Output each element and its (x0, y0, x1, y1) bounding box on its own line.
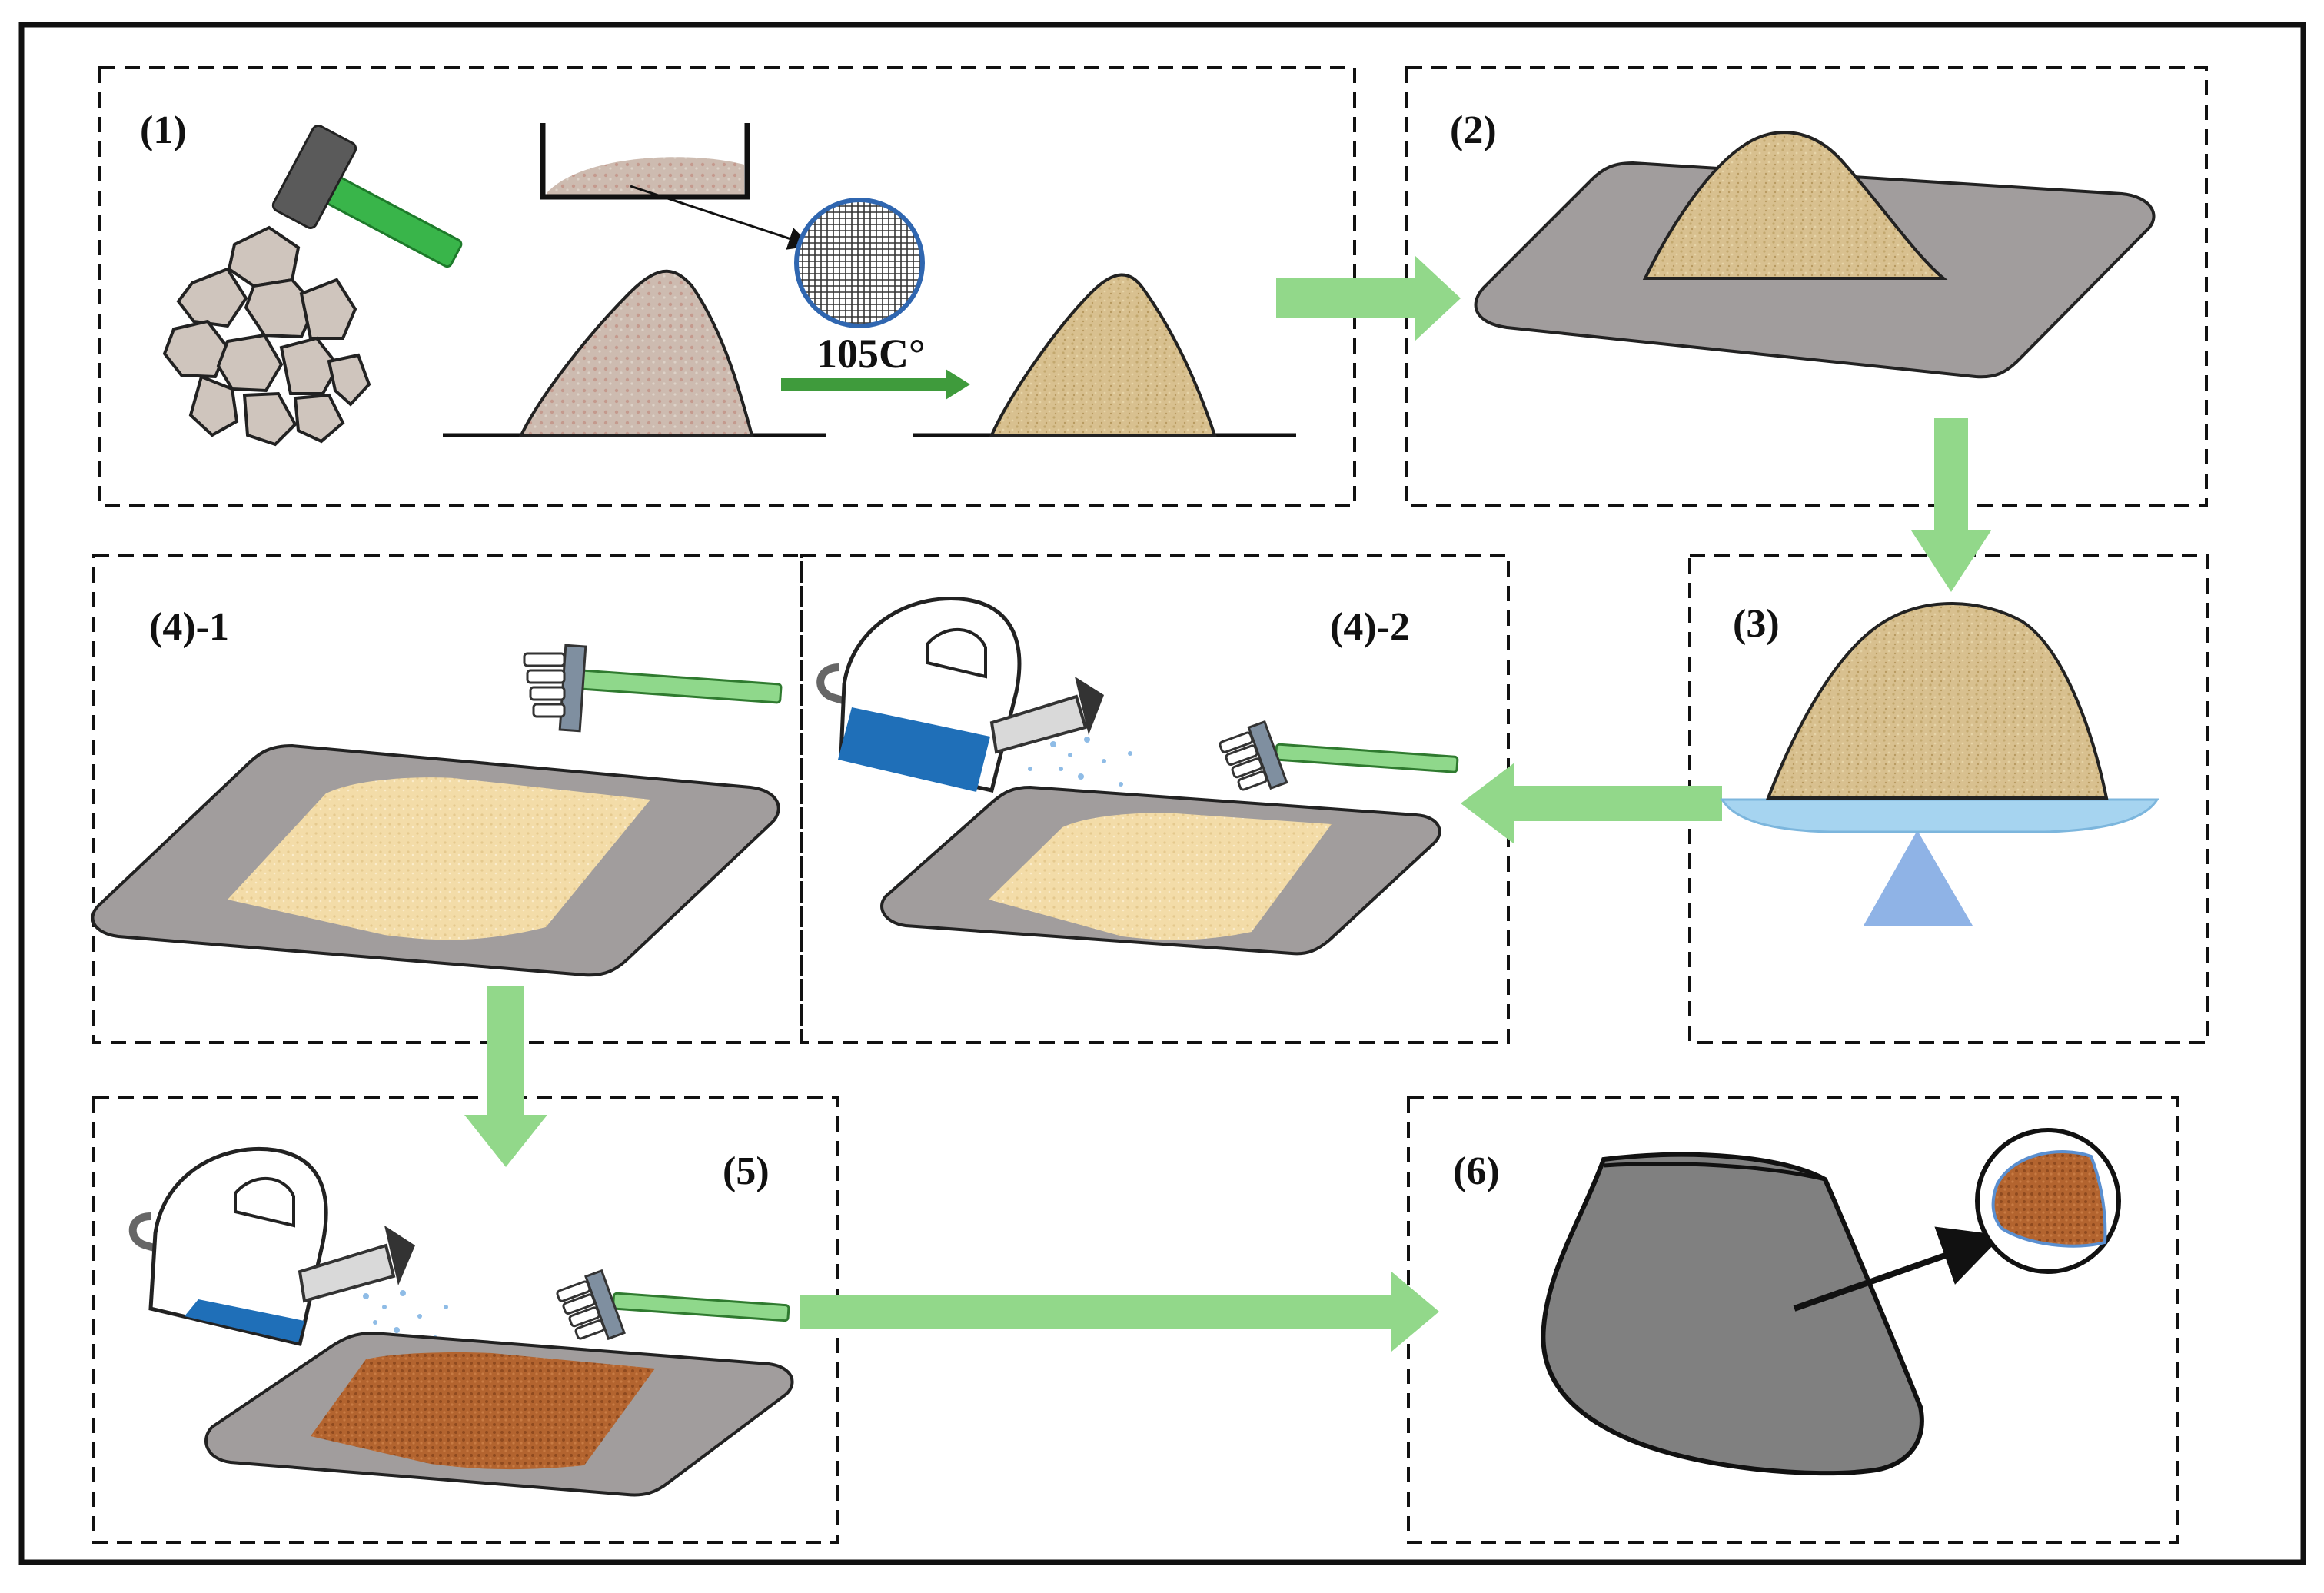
hammer-icon (271, 125, 463, 268)
sand-pile-3 (1766, 602, 2109, 800)
brush-icon (556, 1269, 790, 1341)
arrow-4-1-to-5 (464, 986, 547, 1167)
sieve-pointer (630, 185, 812, 250)
brush-icon (523, 644, 783, 733)
watering-can-icon (128, 1146, 415, 1347)
brush-icon (1219, 720, 1459, 791)
specimen-body (1541, 1152, 1924, 1476)
drying-temperature-label: 105C° (816, 331, 926, 377)
sand-pile-2 (1642, 131, 1948, 280)
step-label-3: (3) (1733, 602, 1780, 646)
step-label-1: (1) (140, 108, 187, 152)
sand-layer-4-2 (989, 813, 1332, 940)
dried-sand-pile (989, 273, 1217, 437)
arrow-3-to-4-2 (1461, 763, 1722, 844)
sand-layer-4-1 (228, 777, 650, 940)
magnifier-inset-icon (1975, 1128, 2121, 1274)
arrow-5-to-6 (800, 1272, 1439, 1352)
panel-4-1 (92, 554, 803, 1044)
mortar-layer-5 (311, 1352, 655, 1470)
soil-mix-pile (518, 269, 754, 437)
sieve-icon (794, 198, 925, 328)
zoom-pointer (1793, 1226, 2003, 1312)
step-label-5: (5) (723, 1149, 770, 1193)
outer-frame (18, 22, 2306, 1565)
sieve-tray (540, 123, 750, 200)
panel-2 (1405, 66, 2208, 507)
step-label-4-2: (4)-2 (1330, 605, 1410, 649)
panel-1 (98, 66, 1356, 507)
step-label-4-1: (4)-1 (149, 605, 229, 649)
rock-pile-icon (162, 225, 371, 447)
step-label-2: (2) (1450, 108, 1497, 152)
step-label-6: (6) (1453, 1149, 1500, 1193)
balance-scale-icon (1720, 798, 2159, 926)
arrow-2-to-3 (1911, 418, 1991, 592)
panel-4-2 (800, 554, 1510, 1044)
watering-can-icon (816, 597, 1104, 793)
arrow-1-to-2 (1276, 255, 1461, 341)
drying-arrow (781, 369, 970, 400)
